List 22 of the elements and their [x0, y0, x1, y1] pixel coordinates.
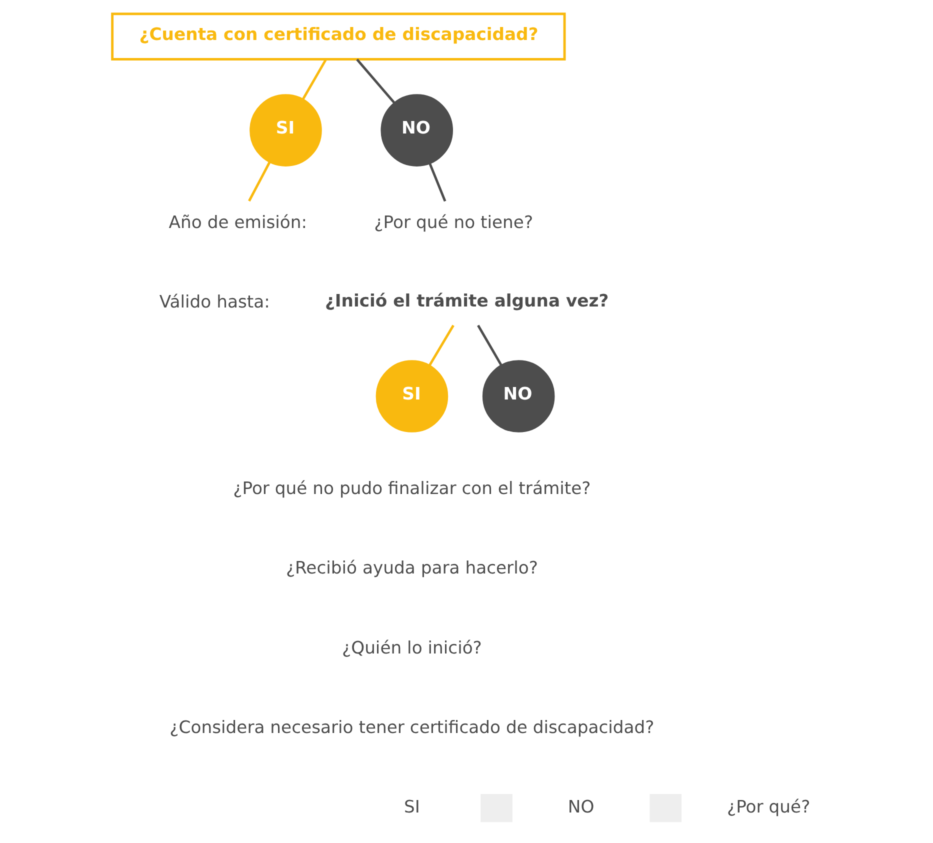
- node-box: ¿Cuenta con certificado de discapacidad?: [111, 12, 566, 60]
- node-circle: SI: [376, 360, 448, 432]
- label: ¿Por qué?: [726, 797, 810, 818]
- connector: [302, 58, 327, 100]
- node-text: ¿Inició el trámite alguna vez?: [324, 290, 609, 311]
- connector: [428, 162, 446, 202]
- node-text: ¿Quién lo inició?: [342, 638, 482, 658]
- connector: [356, 58, 396, 104]
- node-text: ¿Recibió ayuda para hacerlo?: [286, 558, 538, 578]
- node-text: ¿Por qué no pudo finalizar con el trámite?: [233, 478, 591, 498]
- label: SI: [404, 797, 420, 818]
- node-circle: NO: [482, 360, 555, 432]
- label: NO: [568, 797, 594, 818]
- node-text: Año de emisión:: [168, 212, 308, 232]
- connector: [477, 324, 502, 366]
- connector: [248, 161, 271, 202]
- node-circle: NO: [380, 94, 454, 166]
- connector: [428, 324, 454, 366]
- node-circle: SI: [250, 94, 322, 166]
- node-text: Válido hasta:: [159, 292, 270, 312]
- node-text: ¿Por qué no tiene?: [374, 212, 534, 232]
- node-text: ¿Considera necesario tener certificado de discapacidad?: [170, 717, 654, 738]
